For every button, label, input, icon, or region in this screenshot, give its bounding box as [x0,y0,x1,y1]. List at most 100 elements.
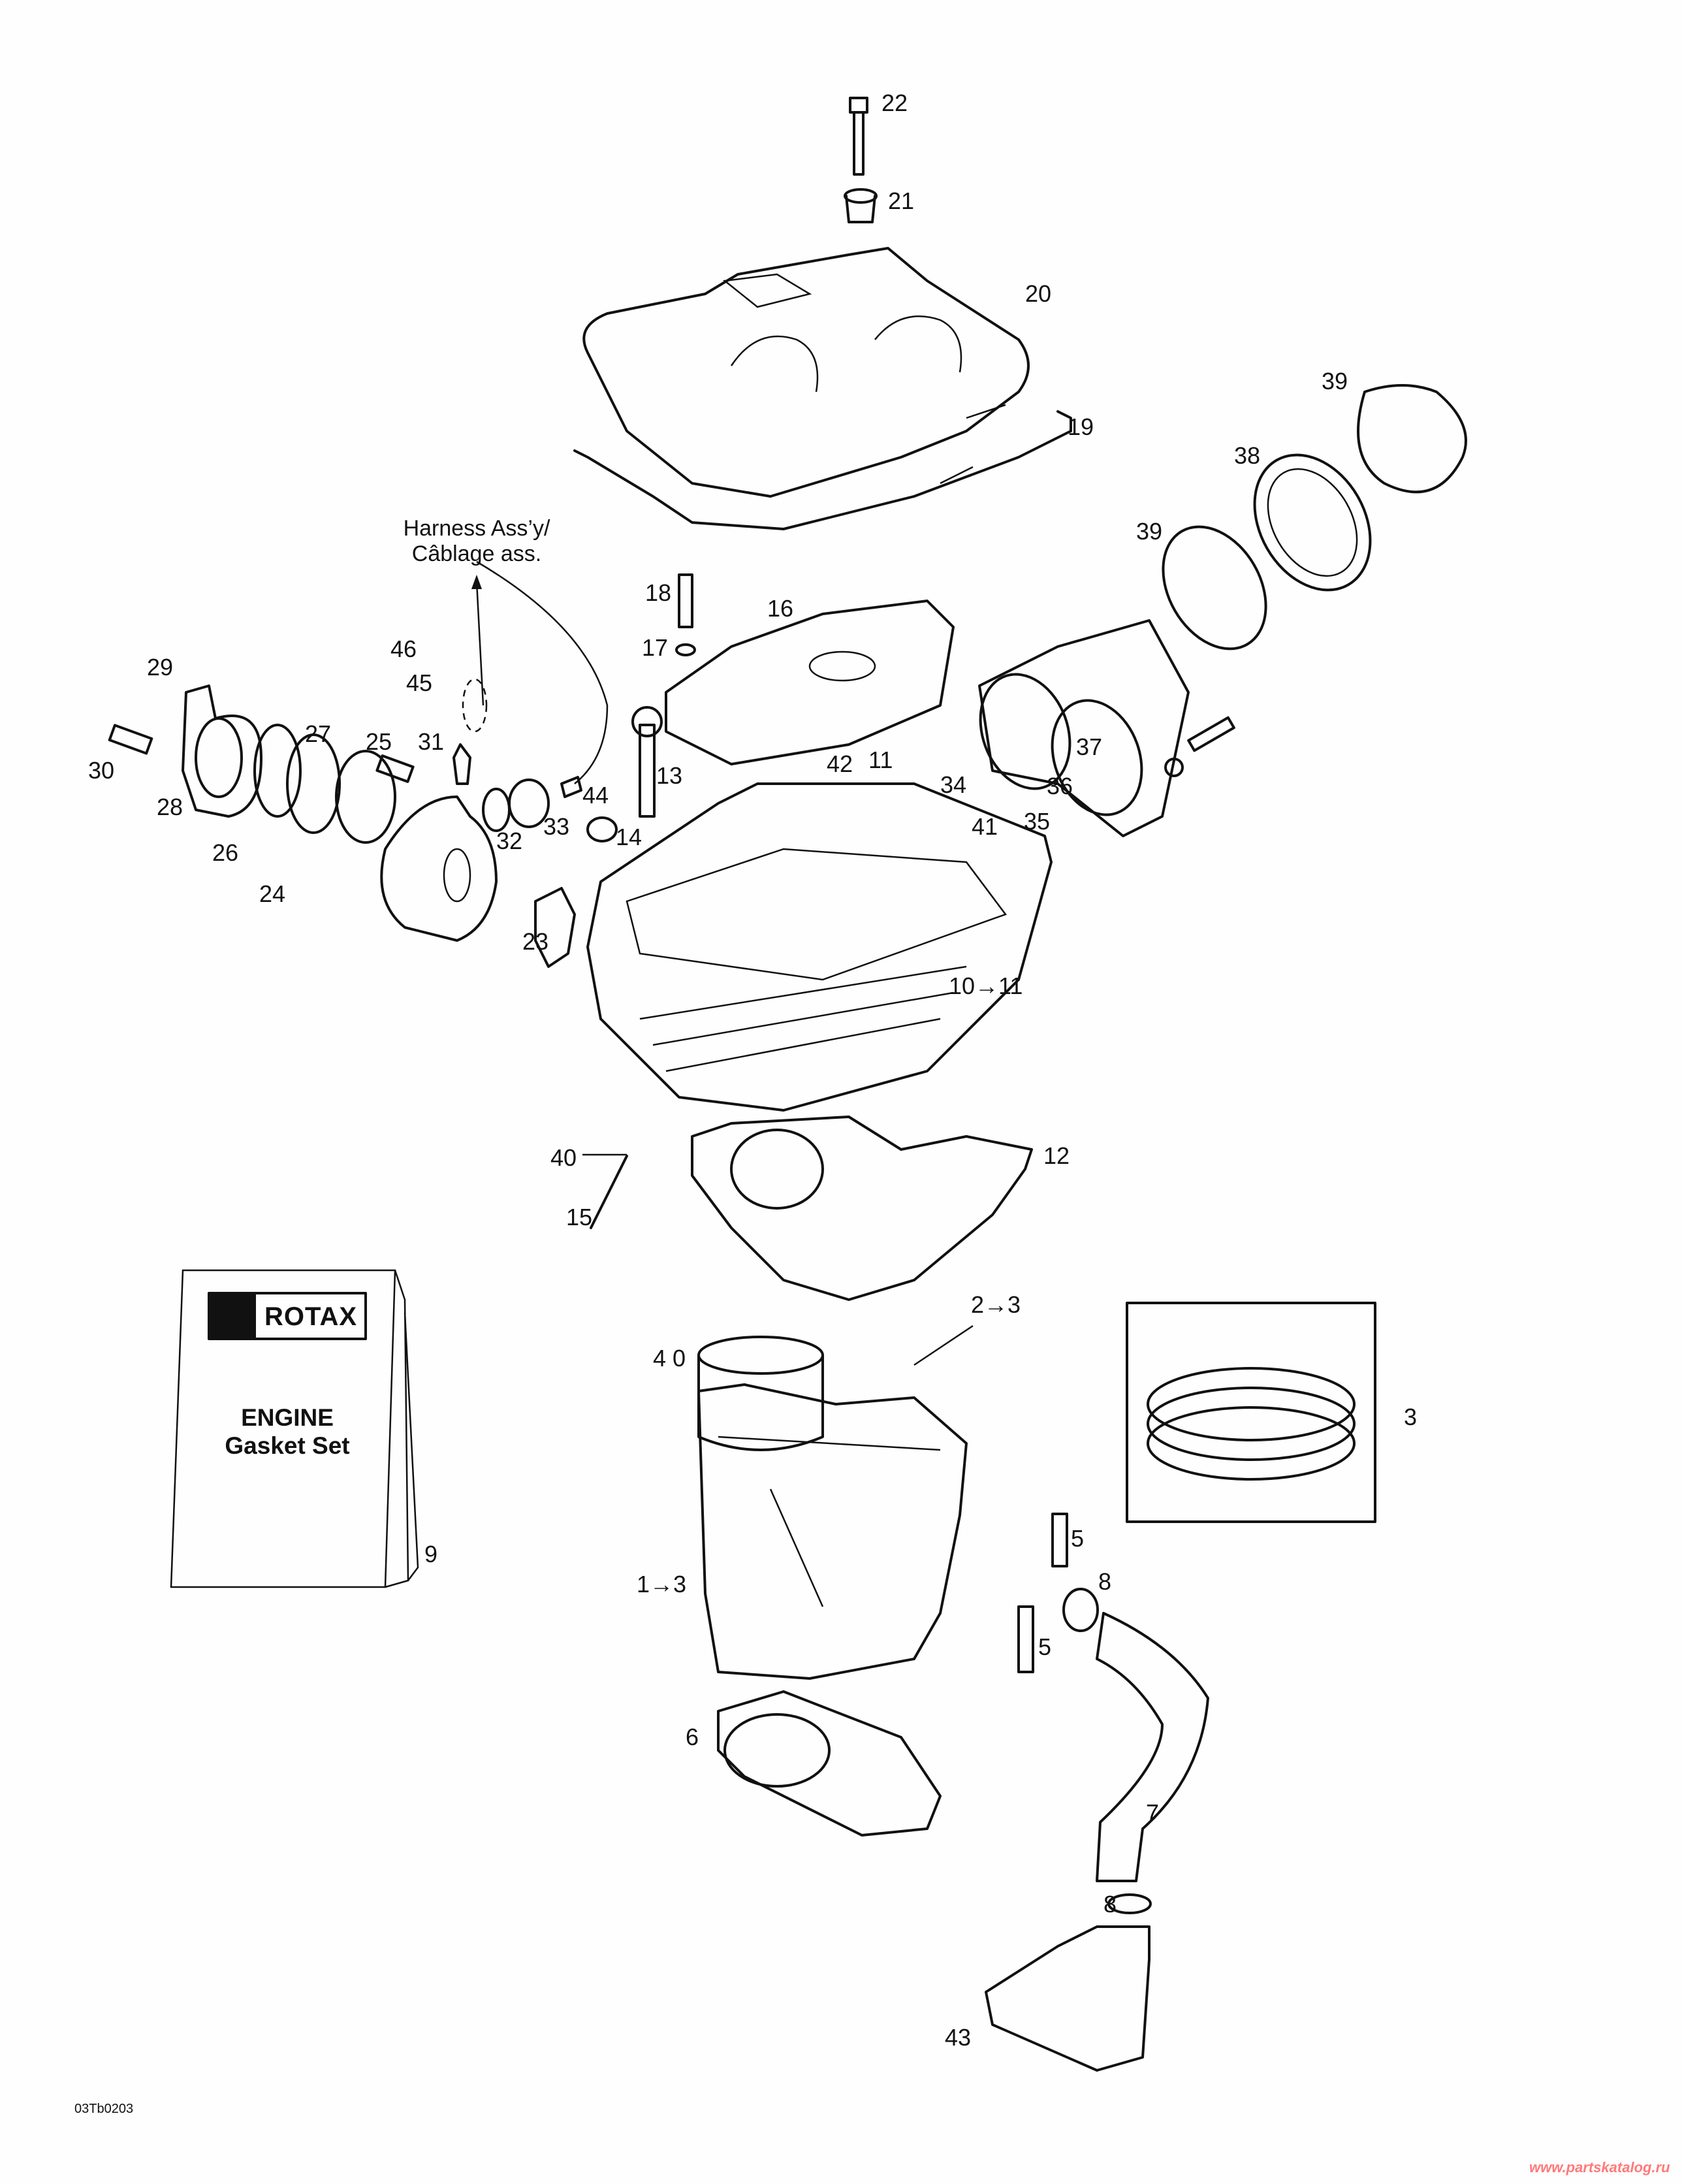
part-10-cylinder-head [586,782,1053,1112]
callout-26: 26 [212,839,239,866]
part-5-bolt-lower [1017,1605,1034,1673]
part-12-head-gasket [691,1116,1033,1301]
leader-line [966,404,1006,419]
callout-23: 23 [522,928,549,955]
part-33-temp-sensor [508,779,550,828]
callout-31: 31 [418,728,445,755]
harness-caption-en: Harness Ass’y/ [403,516,550,541]
part-24-thermostat-cover [380,795,498,942]
harness-caption-fr: Câblage ass. [411,541,542,567]
callout-36: 36 [1047,773,1073,799]
part-22-bolt [849,97,868,176]
callout-13: 13 [656,762,683,789]
harness-wire [476,560,609,784]
booklet-title-line2: Gasket Set [225,1432,350,1459]
leader-line [940,466,974,485]
part-8-clamp-lower [1107,1893,1152,1914]
callout-25: 25 [366,728,392,755]
callout-18: 18 [645,579,672,606]
part-20-valve-cover [582,247,1030,498]
part-1-cylinder [697,1383,968,1680]
callout-8-lower: 8 [1103,1891,1117,1918]
callout-2-to-3: 2→3 [971,1291,1021,1318]
part-29-outlet-housing [182,684,262,818]
harness-caption: Harness Ass’y/ Câblage ass. [372,516,581,567]
part-21-grommet [844,188,878,223]
part-26-seal [335,750,396,844]
part-9-gasket-set-booklet [170,1269,419,1588]
callout-9: 9 [424,1541,438,1567]
part-14-washer [586,816,618,843]
harness-arrow-head [471,575,482,589]
part-37-bolt [1187,716,1235,752]
callout-22: 22 [881,89,908,116]
callout-12: 12 [1043,1142,1070,1169]
callout-38: 38 [1234,442,1261,469]
part-27-thermostat [286,733,341,834]
part-36-washer [1164,758,1184,777]
part-25-screw [375,754,415,783]
callout-29: 29 [147,654,174,681]
part-13-bolt-head [631,706,663,737]
callout-40-lower: 4 0 [653,1345,686,1372]
callout-27: 27 [305,720,332,747]
callout-21: 21 [888,187,915,214]
callout-46: 46 [390,635,417,662]
part-30-screw [108,724,153,755]
callout-6: 6 [686,1724,699,1750]
part-39-clamp-lower [1162,525,1267,650]
booklet-title-line1: ENGINE [241,1404,334,1431]
callout-3: 3 [1404,1404,1418,1430]
callout-10-to-11: 10→11 [949,972,1023,999]
callout-42: 42 [827,750,853,777]
callout-43: 43 [945,2024,972,2051]
callout-45: 45 [406,669,433,696]
callout-30: 30 [88,757,115,784]
part-32-o-ring [482,788,511,832]
part-3-piston-rings [1126,1302,1376,1523]
part-15-stud [590,1155,628,1229]
part-44-connector [560,776,582,798]
callout-1-to-3: 1→3 [637,1571,687,1598]
callout-32: 32 [496,827,523,854]
part-16-camshaft-holder [665,600,955,765]
callout-28: 28 [157,794,183,820]
callout-35: 35 [1024,808,1051,835]
part-17-washer [675,643,696,656]
harness-arrow-line [475,581,484,706]
callout-5-lower: 5 [1038,1633,1052,1660]
callout-44: 44 [582,782,609,809]
callout-16: 16 [767,595,794,622]
part-23-gasket [534,887,576,968]
part-35-intake-manifold [978,619,1190,837]
rotax-logo-text: ROTAX [264,1302,358,1331]
part-6-base-gasket [717,1690,942,1837]
part-39-clamp-upper [1357,384,1467,494]
part-13-bolt [639,724,656,818]
callout-15: 15 [566,1204,593,1230]
callout-41: 41 [972,813,998,840]
callout-40-upper: 40 [550,1144,577,1171]
callout-34: 34 [940,771,967,798]
callout-7: 7 [1146,1799,1160,1826]
callout-39-upper: 39 [1322,368,1348,394]
part-18-bolt [678,573,693,628]
callout-17: 17 [642,634,669,661]
part-38-intake-boot [1253,453,1372,592]
part-8-clamp-upper [1062,1588,1099,1632]
callout-8-upper: 8 [1098,1568,1112,1595]
callout-37: 37 [1076,733,1103,760]
callout-19: 19 [1068,413,1094,440]
callout-24: 24 [259,880,286,907]
callout-20: 20 [1025,280,1052,307]
leader-line [913,1325,974,1366]
callout-39-lower: 39 [1136,518,1163,545]
part-5-bolt-upper [1051,1513,1068,1567]
callout-11: 11 [868,747,893,773]
drawing-code: 03Tb0203 [74,2102,134,2116]
booklet-title: ENGINE Gasket Set [189,1404,385,1460]
callout-33: 33 [543,813,570,840]
watermark-link[interactable]: www.partskatalog.ru [1529,2159,1670,2176]
part-31-sensor [452,743,471,785]
